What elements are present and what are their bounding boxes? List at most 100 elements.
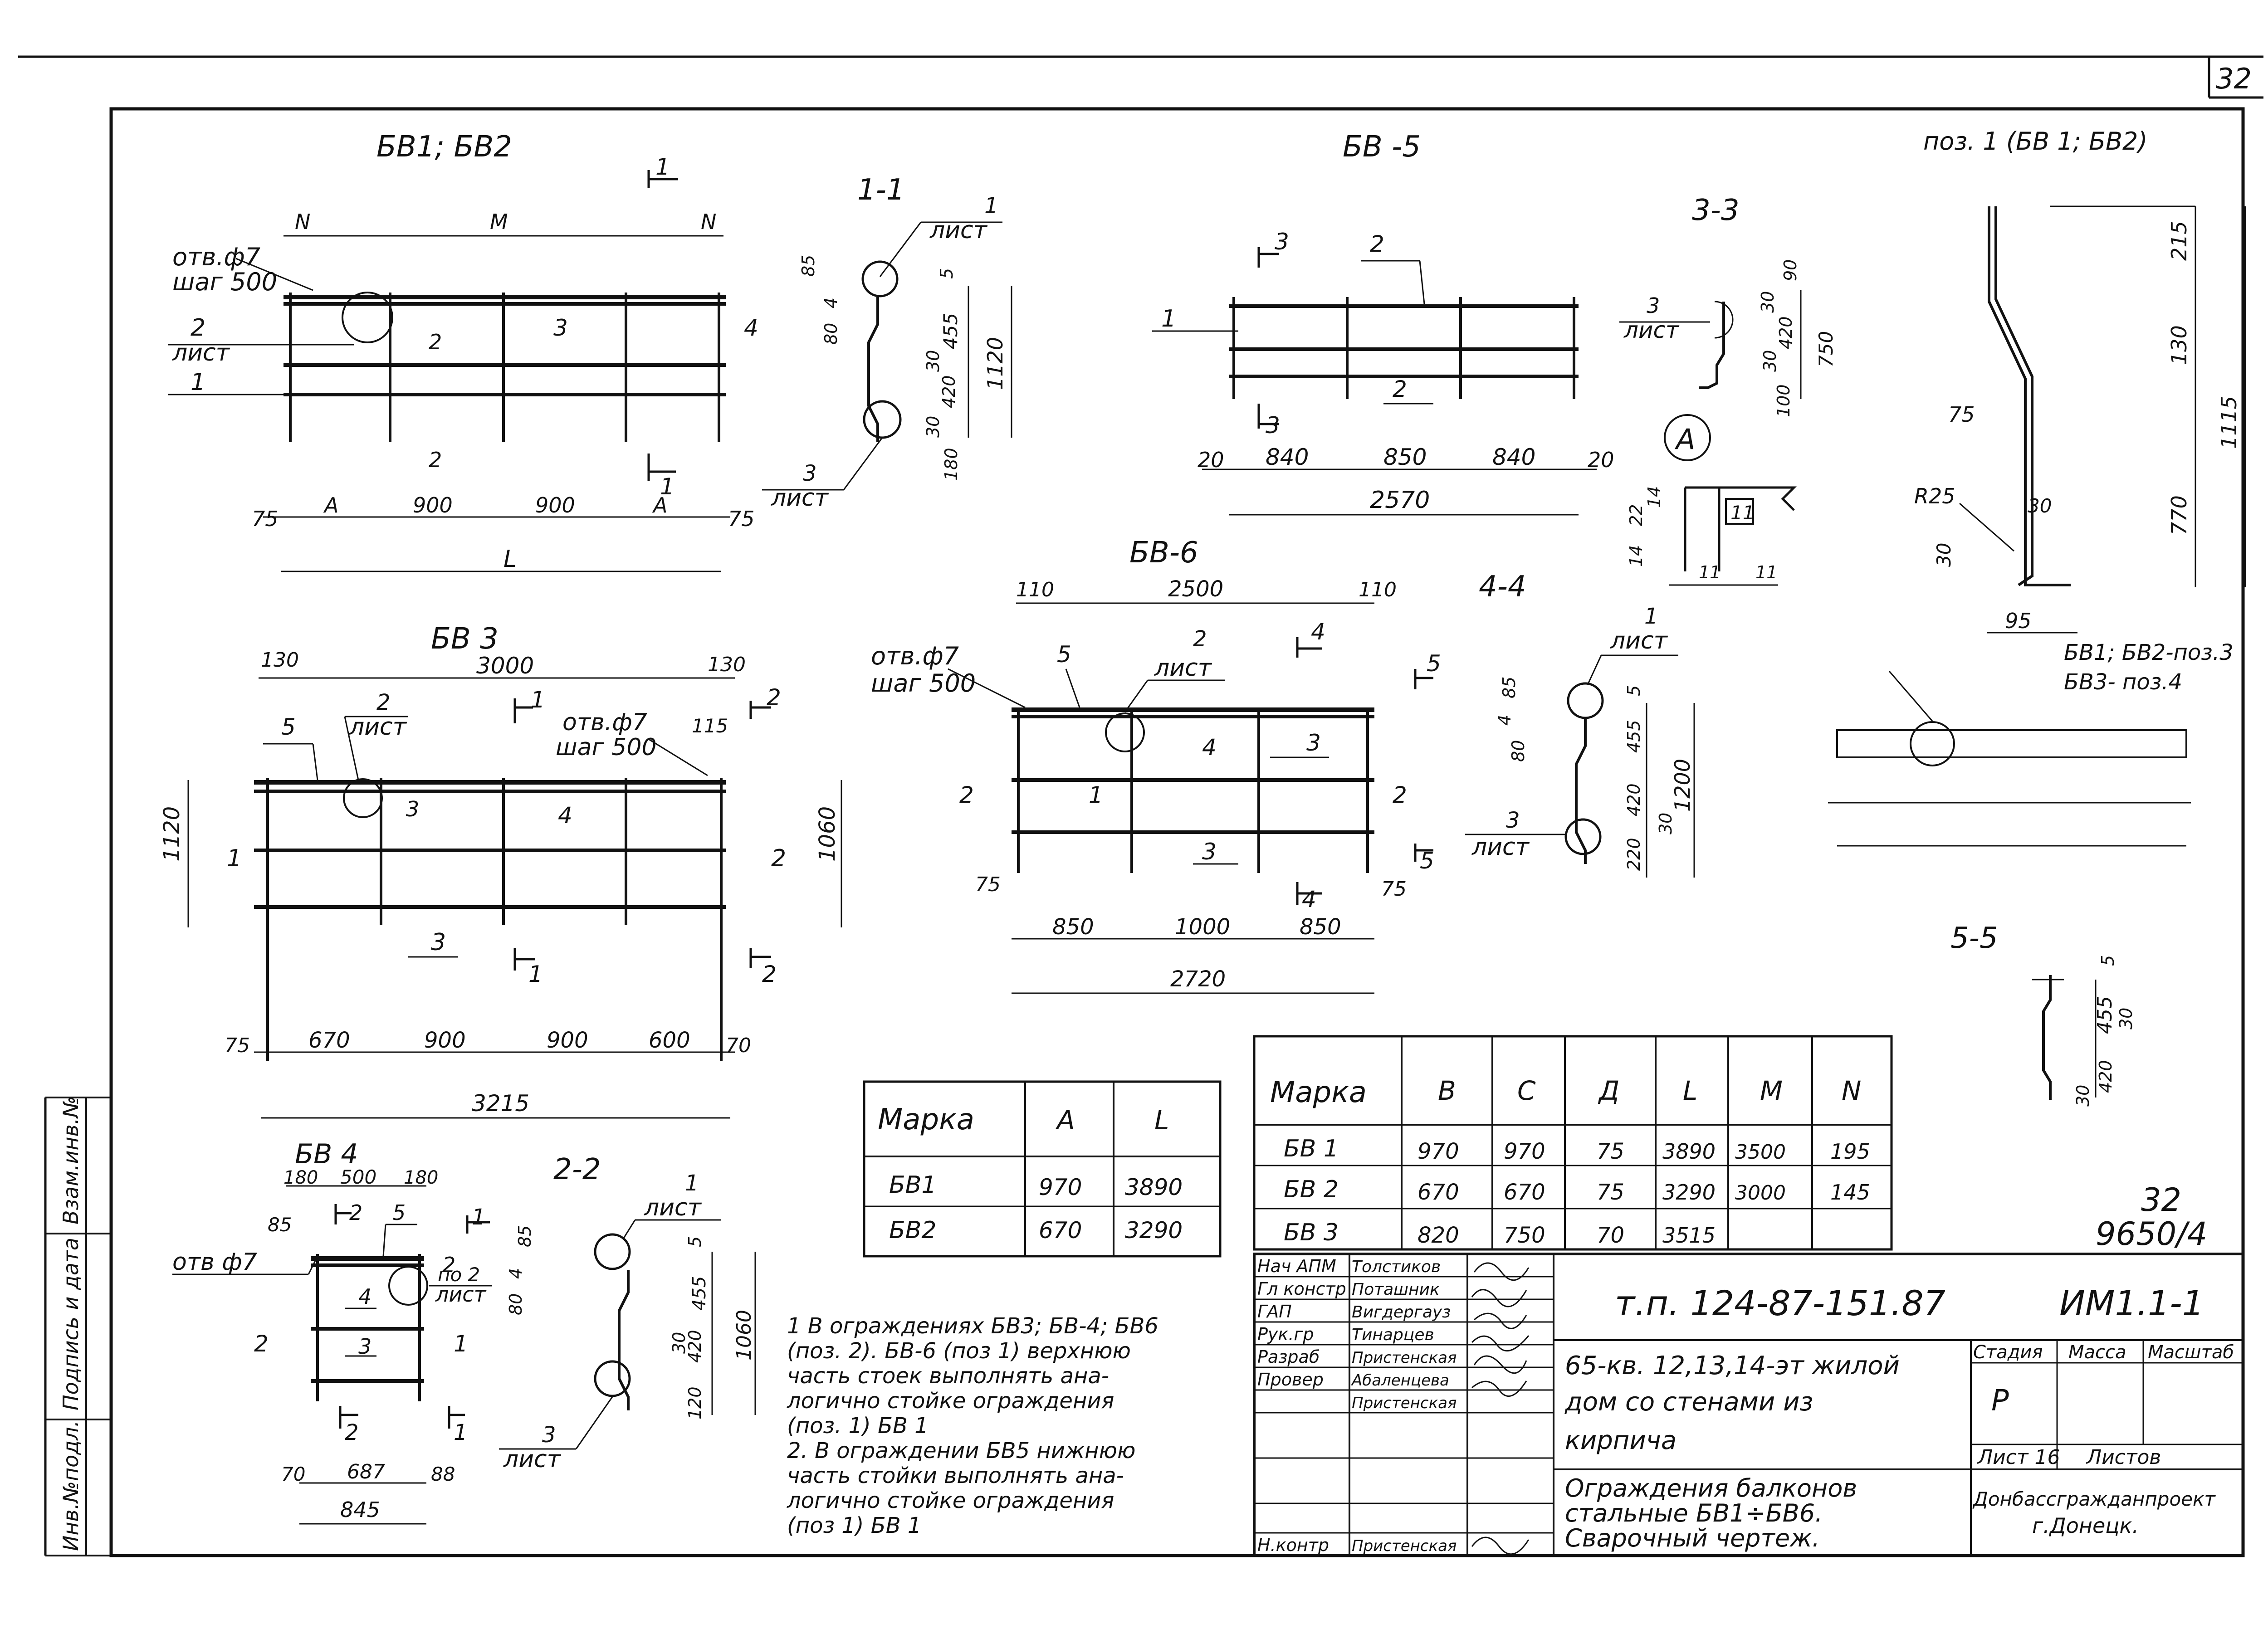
dim: L [503, 546, 517, 573]
dim: 420 [1776, 316, 1796, 349]
tb-name: Вигдергауз [1352, 1303, 1451, 1322]
dim: 5 [937, 268, 957, 279]
section-label: 3 [1266, 412, 1280, 439]
notes: 1 В ограждениях БВ3; БВ-4; БВ6 (поз. 2).… [787, 1313, 1158, 1538]
dim: 455 [689, 1276, 710, 1311]
pos-label: 1 [984, 193, 998, 219]
table-header: Д [1598, 1075, 1619, 1106]
table-cell: 970 [1418, 1139, 1459, 1164]
pos-label: 5 [392, 1200, 406, 1225]
rail-circle [594, 1233, 631, 1270]
leader [344, 716, 359, 780]
dim: 5 [1624, 685, 1644, 696]
table-cell: 195 [1830, 1139, 1870, 1164]
leader [948, 668, 1026, 708]
table-cell: 3000 [1735, 1181, 1786, 1205]
pos-label: 5 [281, 714, 296, 740]
side-stamp-replace: Взам.инв.№ [59, 1096, 83, 1224]
table-header: С [1517, 1075, 1536, 1106]
section-mark [339, 1406, 358, 1429]
table-cell: 75 [1597, 1139, 1624, 1164]
dim: 90 [1780, 259, 1800, 281]
dim: 20 [1198, 448, 1224, 472]
table-header: А [1055, 1105, 1075, 1136]
dim: 1115 [2217, 396, 2241, 449]
pos-label: 2 [376, 690, 391, 715]
leader [648, 738, 708, 776]
tb-project: 65-кв. 12,13,14-эт жилой [1565, 1351, 1900, 1380]
strip-view [1828, 671, 2191, 847]
table-cell: 3515 [1662, 1223, 1716, 1248]
sheet-label: лист [349, 713, 407, 741]
dim: 30 [2073, 1085, 2093, 1107]
pos-label: 3 [358, 1334, 371, 1359]
dim: 30 [669, 1332, 689, 1354]
leader [1124, 680, 1149, 712]
dim: A [323, 493, 338, 517]
pos-label: 1 [227, 845, 242, 872]
tb-role: Нач АПМ [1257, 1256, 1336, 1276]
dim: 85 [515, 1225, 535, 1247]
note-line: часть стоек выполнять ана- [787, 1363, 1109, 1389]
table-cell: 70 [1597, 1223, 1624, 1248]
table-cell: 145 [1830, 1180, 1870, 1205]
strip [1836, 729, 2187, 758]
section-mark [513, 698, 533, 723]
tb-stage-header: Стадия [1973, 1342, 2043, 1363]
table-cell: БВ 1 [1284, 1135, 1339, 1162]
dim: 30 [923, 350, 943, 372]
dim: 1120 [159, 806, 185, 862]
table-border [1253, 1035, 1893, 1251]
section-mark [1414, 844, 1433, 862]
tb-name: Поташник [1352, 1280, 1440, 1299]
table-header: N [1842, 1075, 1861, 1106]
hole-label: отв.ф7 [871, 642, 959, 670]
pos-label: 2 [429, 448, 442, 472]
sheet-label: лист [1471, 834, 1530, 861]
pos-label: 4 [558, 802, 572, 829]
section-label: 1 [472, 1205, 486, 1230]
sheet-label: лист [1610, 627, 1668, 654]
pos-label: 1 [191, 369, 205, 396]
profile [867, 297, 879, 442]
pos-label: 2 [254, 1331, 269, 1357]
dim: 85 [268, 1214, 292, 1236]
note-line: логично стойке ограждения [787, 1488, 1114, 1513]
dim: 4 [506, 1268, 526, 1279]
leader [235, 258, 313, 291]
table-big: Марка В С Д L М N БВ 1 970 970 75 3890 3… [1253, 1035, 1893, 1251]
dim: 4 [1495, 715, 1515, 726]
dim: 110 [1016, 578, 1054, 601]
section-label: 1 [528, 961, 543, 987]
dim: 3000 [476, 653, 534, 679]
dim: 100 [1774, 384, 1794, 417]
pos-label: 3 [1202, 839, 1217, 865]
table-header: В [1438, 1075, 1456, 1106]
dim: 900 [424, 1028, 466, 1053]
leader [1959, 502, 2014, 552]
view-title: 5-5 [1950, 922, 1998, 955]
pos-label: 2 [1393, 376, 1407, 402]
dim: 75 [1381, 878, 1407, 901]
note-line: часть стойки выполнять ана- [787, 1463, 1124, 1488]
dim: 420 [2096, 1060, 2116, 1093]
note-line: логично стойке ограждения [787, 1388, 1114, 1414]
view-title: БВ 3 [431, 622, 499, 656]
tb-role: ГАП [1257, 1302, 1292, 1322]
dim: 4 [821, 298, 841, 308]
table-cell: 3500 [1735, 1141, 1786, 1164]
view-title: 1-1 [857, 173, 905, 207]
tb-name: Пристенская [1352, 1394, 1457, 1412]
hole-step: шаг 500 [172, 268, 277, 296]
title-block: Нач АПМ Гл констр ГАП Рук.гр Разраб Пров… [1253, 1253, 2244, 1557]
dim: 130 [708, 653, 746, 676]
pos-label: 3 [1506, 808, 1520, 833]
table-cell: БВ2 [889, 1217, 936, 1244]
tb-name: Тинарцев [1352, 1326, 1434, 1344]
section-label: 3 [1275, 229, 1289, 255]
pos-label: 2 [1370, 231, 1384, 257]
dim: 14 [1626, 545, 1646, 567]
hole [1725, 498, 1754, 525]
dim: 750 [1815, 331, 1837, 367]
table-header: Марка [878, 1103, 974, 1136]
